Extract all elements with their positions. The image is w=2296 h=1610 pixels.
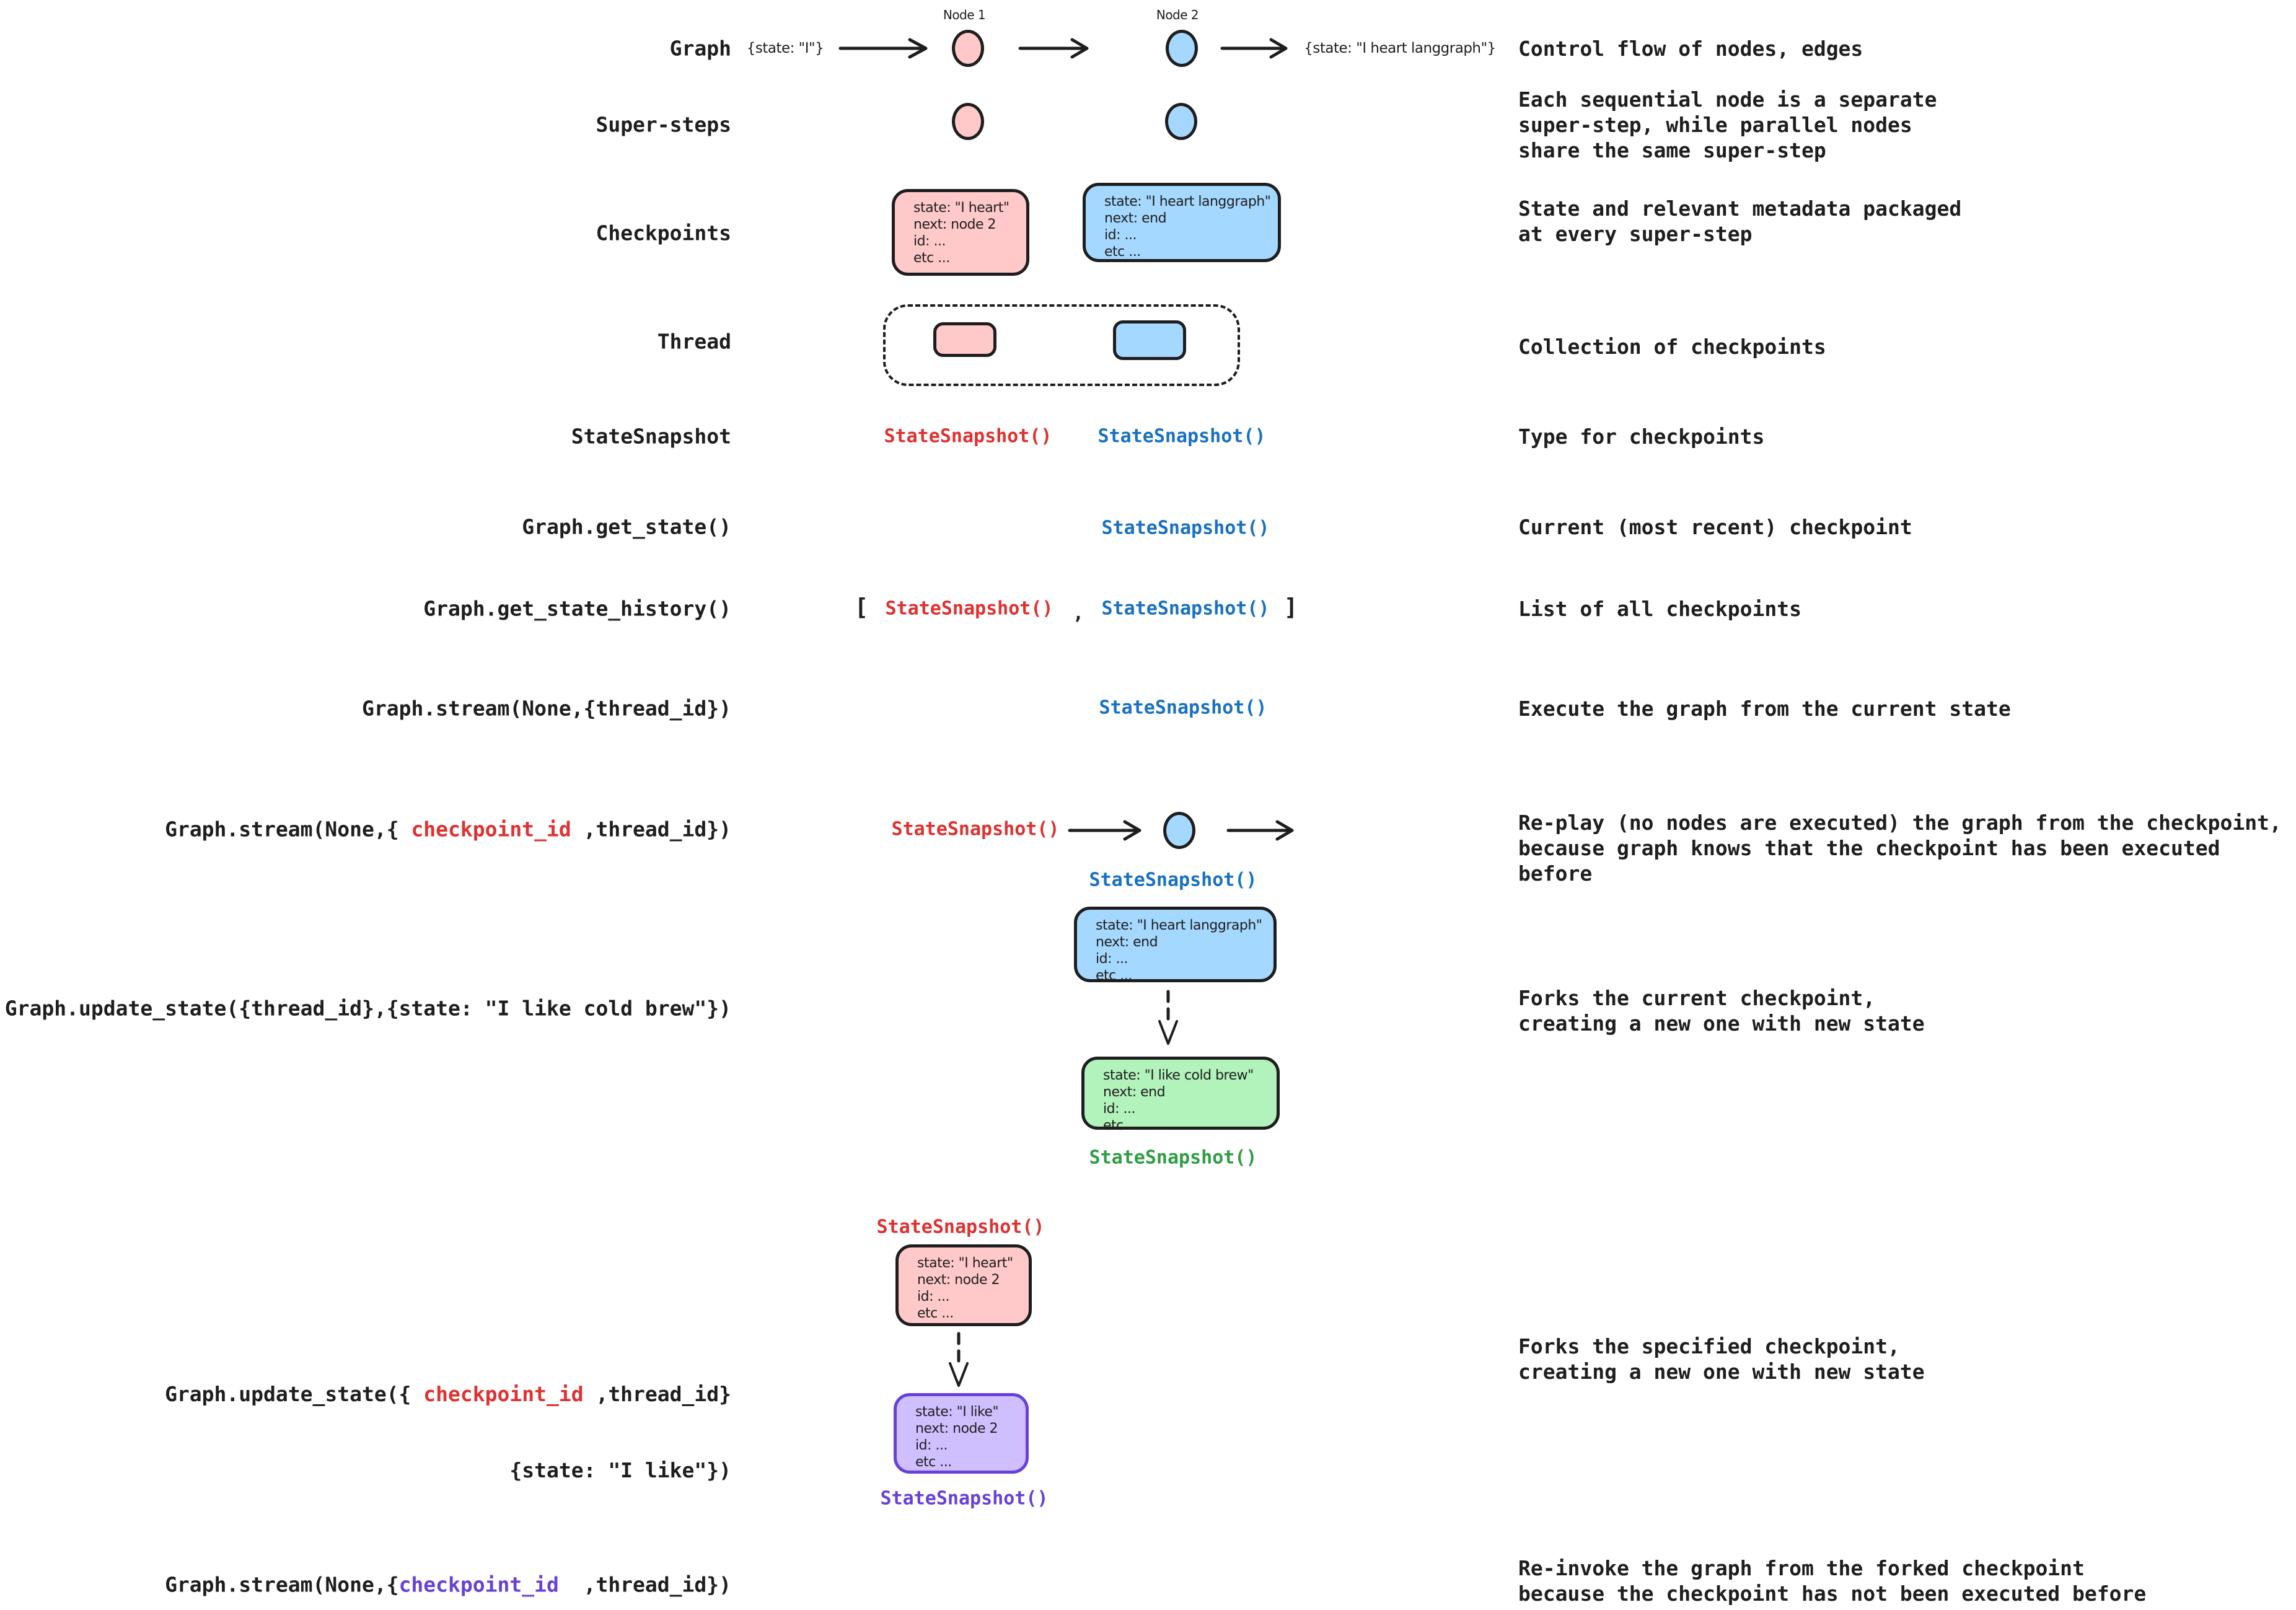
desc-get-state: Current (most recent) checkpoint: [1518, 515, 1912, 539]
row-label-super-steps: Super-steps: [596, 112, 731, 137]
row-label-update-thread: Graph.update_state({thread_id},{state: "…: [4, 996, 731, 1021]
desc-stream-thread: Execute the graph from the current state: [1518, 697, 2011, 721]
row-label-graph: Graph: [669, 36, 731, 61]
statesnapshot-green: StateSnapshot(): [1089, 1146, 1257, 1169]
code-text: ,thread_id}): [558, 1572, 731, 1597]
desc-update-thread: Forks the current checkpoint, creating a…: [1518, 986, 1925, 1036]
checkpoint-box-pink: state: "I heart" next: node 2 id: ... et…: [892, 189, 1029, 276]
list-comma: ,: [1072, 602, 1084, 625]
code-line-2: {state: "I like"}): [509, 1458, 731, 1482]
desc-statesnapshot: Type for checkpoints: [1518, 424, 1765, 449]
statesnapshot-blue: StateSnapshot(): [1097, 425, 1266, 447]
node1-circle: [952, 30, 984, 67]
checkpoint-box-blue: state: "I heart langgraph" next: end id:…: [1083, 183, 1281, 262]
arrow-down-dashed-icon: [1158, 990, 1178, 1045]
statesnapshot-red: StateSnapshot(): [891, 818, 1060, 840]
list-open-bracket: [: [854, 594, 869, 621]
row-label-checkpoints: Checkpoints: [596, 221, 731, 245]
row-label-get-state-history: Graph.get_state_history(): [423, 596, 731, 621]
list-close-bracket: ]: [1283, 594, 1298, 621]
node1-label: Node 1: [943, 7, 986, 22]
row-label-statesnapshot: StateSnapshot: [571, 424, 731, 449]
desc-update-checkpoint: Forks the specified checkpoint, creating…: [1518, 1334, 1925, 1384]
code-text: Graph.stream(None,{: [165, 817, 411, 842]
code-text: ,thread_id}): [571, 817, 731, 842]
statesnapshot-blue: StateSnapshot(): [1101, 597, 1270, 620]
superstep1-circle: [952, 103, 984, 140]
arrow-right-icon: [1220, 38, 1288, 59]
row-label-update-checkpoint: Graph.update_state({ checkpoint_id ,thre…: [165, 1331, 731, 1534]
arrow-right-icon: [1068, 820, 1141, 841]
node2-circle: [1166, 30, 1198, 67]
arrow-right-icon: [1018, 38, 1089, 59]
desc-checkpoints: State and relevant metadata packaged at …: [1518, 196, 1962, 246]
row-label-stream-thread: Graph.stream(None,{thread_id}): [361, 696, 731, 721]
statesnapshot-blue: StateSnapshot(): [1101, 517, 1270, 539]
desc-super-steps: Each sequential node is a separate super…: [1518, 87, 1937, 162]
forked-checkpoint-box-purple: state: "I like" next: node 2 id: ... etc…: [894, 1393, 1029, 1474]
specified-checkpoint-box-pink: state: "I heart" next: node 2 id: ... et…: [895, 1244, 1032, 1326]
arrow-right-icon: [838, 38, 928, 59]
replay-node-circle: [1163, 812, 1195, 849]
desc-stream-forked: Re-invoke the graph from the forked chec…: [1518, 1556, 2147, 1606]
row-label-thread: Thread: [657, 329, 731, 354]
statesnapshot-blue: StateSnapshot(): [1089, 869, 1257, 891]
checkpoint-id-token: checkpoint_id: [411, 817, 571, 842]
thread-checkpoint-pink: [933, 322, 996, 357]
code-text: Graph.stream(None,{: [165, 1572, 399, 1597]
statesnapshot-blue: StateSnapshot(): [1099, 697, 1267, 719]
statesnapshot-red: StateSnapshot(): [885, 597, 1053, 620]
checkpoint-id-token: checkpoint_id: [423, 1382, 584, 1406]
statesnapshot-violet: StateSnapshot(): [880, 1487, 1049, 1510]
desc-graph: Control flow of nodes, edges: [1518, 37, 1863, 61]
desc-get-state-history: List of all checkpoints: [1518, 597, 1801, 621]
current-checkpoint-box-blue: state: "I heart langgraph" next: end id:…: [1074, 907, 1277, 983]
arrow-right-icon: [1226, 820, 1294, 841]
graph-output-state: {state: "I heart langgraph"}: [1304, 40, 1496, 56]
thread-checkpoint-blue: [1113, 320, 1186, 360]
statesnapshot-red: StateSnapshot(): [876, 1216, 1045, 1238]
row-label-stream-forked: Graph.stream(None,{checkpoint_id ,thread…: [116, 1547, 731, 1610]
row-label-stream-checkpoint: Graph.stream(None,{ checkpoint_id ,threa…: [116, 791, 731, 868]
thread-container: [883, 304, 1240, 386]
arrow-down-dashed-icon: [949, 1332, 969, 1387]
desc-stream-checkpoint: Re-play (no nodes are executed) the grap…: [1518, 811, 2282, 886]
checkpoint-id-token: checkpoint_id: [398, 1572, 559, 1597]
code-line-1: Graph.update_state({ checkpoint_id ,thre…: [165, 1382, 731, 1406]
forked-checkpoint-box-green: state: "I like cold brew" next: end id: …: [1081, 1057, 1280, 1133]
statesnapshot-red: StateSnapshot(): [884, 425, 1052, 447]
graph-input-state: {state: "I"}: [746, 40, 824, 56]
desc-thread: Collection of checkpoints: [1518, 335, 1826, 359]
superstep2-circle: [1165, 103, 1197, 140]
row-label-get-state: Graph.get_state(): [522, 514, 731, 539]
node2-label: Node 2: [1156, 7, 1199, 22]
